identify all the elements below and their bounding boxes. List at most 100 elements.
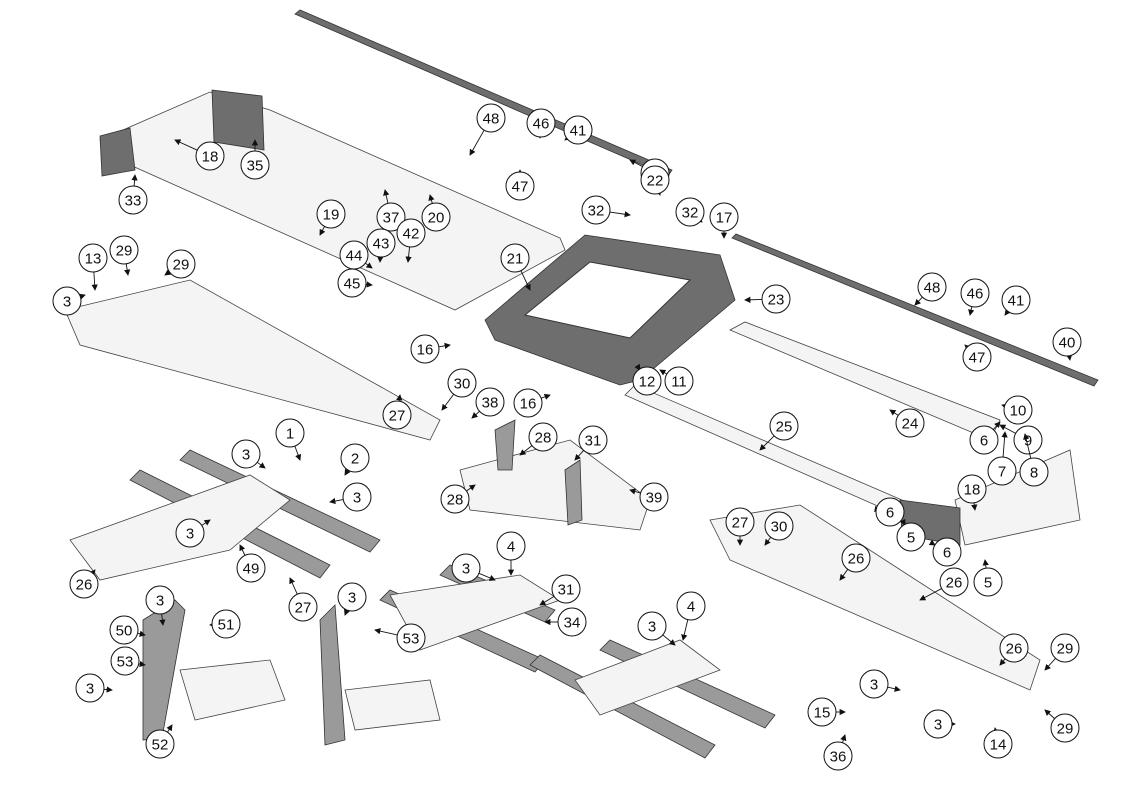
callout-10: 10 bbox=[1003, 395, 1033, 425]
plate-part bbox=[564, 459, 583, 526]
callout-number: 32 bbox=[682, 205, 699, 222]
callout-3: 3 bbox=[342, 482, 372, 512]
callout-16: 16 bbox=[513, 388, 543, 418]
callout-number: 6 bbox=[980, 433, 988, 450]
callout-number: 3 bbox=[63, 294, 71, 311]
callout-circle bbox=[960, 278, 990, 308]
leader-line bbox=[1044, 709, 1055, 719]
callout-number: 39 bbox=[646, 490, 663, 507]
callout-circle bbox=[999, 633, 1029, 663]
callout-circle bbox=[78, 243, 108, 273]
callout-number: 3 bbox=[648, 619, 656, 636]
toolbar-part bbox=[459, 439, 651, 531]
callout-46: 46 bbox=[526, 108, 556, 138]
callout-number: 27 bbox=[732, 515, 749, 532]
callout-number: 36 bbox=[830, 749, 847, 766]
callout-circle bbox=[551, 574, 581, 604]
callout-circle bbox=[640, 165, 670, 195]
callout-circle bbox=[166, 249, 196, 279]
callout-number: 10 bbox=[1010, 403, 1027, 420]
callout-circle bbox=[340, 443, 370, 473]
callout-number: 30 bbox=[771, 519, 788, 536]
callout-number: 48 bbox=[483, 111, 500, 128]
leader-line bbox=[365, 262, 373, 269]
callout-51: 51 bbox=[211, 609, 241, 639]
callout-53: 53 bbox=[110, 646, 140, 676]
leader-line bbox=[294, 445, 302, 461]
callout-circle bbox=[421, 202, 451, 232]
callout-circle bbox=[440, 484, 470, 514]
callout-11: 11 bbox=[664, 366, 694, 396]
callout-number: 25 bbox=[776, 419, 793, 436]
callout-number: 15 bbox=[814, 705, 831, 722]
callout-48: 48 bbox=[476, 103, 506, 133]
callout-circle bbox=[376, 202, 406, 232]
callout-circle bbox=[939, 567, 969, 597]
callout-circle bbox=[476, 103, 506, 133]
callout-40: 40 bbox=[1052, 327, 1082, 357]
callout-23: 23 bbox=[761, 284, 791, 314]
callout-7: 7 bbox=[987, 456, 1017, 486]
callout-number: 35 bbox=[247, 158, 264, 175]
leader-line bbox=[166, 724, 173, 733]
callout-3: 3 bbox=[337, 582, 367, 612]
callout-circle bbox=[709, 202, 739, 232]
callout-number: 8 bbox=[1030, 465, 1038, 482]
callout-18: 18 bbox=[957, 474, 987, 504]
leader-line bbox=[839, 569, 849, 581]
callout-41: 41 bbox=[563, 115, 593, 145]
callout-circle bbox=[676, 591, 706, 621]
callout-number: 3 bbox=[870, 677, 878, 694]
callout-circle bbox=[109, 615, 139, 645]
callout-37: 37 bbox=[376, 202, 406, 232]
leader-line bbox=[999, 424, 1016, 434]
callout-number: 11 bbox=[671, 374, 687, 391]
callout-circle bbox=[342, 482, 372, 512]
callout-number: 6 bbox=[886, 505, 894, 522]
callout-22: 22 bbox=[640, 165, 670, 195]
leader-line bbox=[629, 488, 641, 495]
callout-28: 28 bbox=[440, 484, 470, 514]
callout-number: 3 bbox=[86, 681, 94, 698]
callout-circle bbox=[761, 284, 791, 314]
callout-number: 30 bbox=[454, 376, 471, 393]
callout-circle bbox=[109, 235, 139, 265]
callout-27: 27 bbox=[725, 507, 755, 537]
plate-part bbox=[179, 659, 286, 721]
leader-line bbox=[137, 630, 146, 637]
callout-circle bbox=[637, 611, 667, 641]
callout-27: 27 bbox=[288, 592, 318, 622]
callout-number: 24 bbox=[902, 416, 919, 433]
leader-line bbox=[1023, 433, 1032, 459]
callout-number: 4 bbox=[507, 539, 515, 556]
callout-number: 33 bbox=[125, 193, 142, 210]
leader-line bbox=[174, 139, 198, 151]
rail-part bbox=[731, 233, 1099, 387]
leader-line bbox=[840, 734, 847, 743]
leader-line bbox=[539, 595, 555, 606]
callout-20: 20 bbox=[421, 202, 451, 232]
callout-44: 44 bbox=[339, 240, 369, 270]
callout-circle bbox=[664, 366, 694, 396]
callout-circle bbox=[451, 553, 481, 583]
leader-line bbox=[968, 306, 975, 316]
callout-number: 47 bbox=[969, 350, 986, 367]
callout-number: 5 bbox=[984, 575, 992, 592]
leader-line bbox=[89, 569, 96, 577]
callout-13: 13 bbox=[78, 243, 108, 273]
callout-number: 26 bbox=[1006, 641, 1023, 658]
callout-number: 49 bbox=[243, 561, 260, 578]
callout-49: 49 bbox=[236, 553, 266, 583]
callout-32: 32 bbox=[675, 197, 705, 227]
callout-42: 42 bbox=[396, 218, 426, 248]
callout-39: 39 bbox=[639, 482, 669, 512]
callout-circle bbox=[316, 199, 346, 229]
callout-24: 24 bbox=[895, 408, 925, 438]
callout-number: 7 bbox=[998, 464, 1006, 481]
callout-circle bbox=[987, 456, 1017, 486]
callout-3: 3 bbox=[923, 709, 953, 739]
callout-number: 43 bbox=[373, 236, 390, 253]
callout-circle bbox=[52, 286, 82, 316]
leader-line bbox=[91, 271, 98, 291]
callout-circle bbox=[1052, 327, 1082, 357]
